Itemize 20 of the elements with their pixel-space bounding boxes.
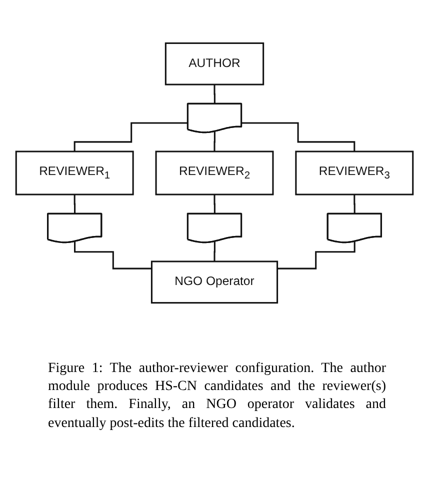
- connector: [74, 194, 76, 215]
- connector: [214, 194, 216, 215]
- connector: [354, 194, 356, 215]
- process-box: REVIEWER$_{2}$: [155, 150, 274, 196]
- figure-caption: Figure 1: The author-reviewer configuration. The author module produces HS-CN candidates and the reviewer(s) filter them. Finally, an NGO operator validates and eventually post-edits the filtered candidates.: [48, 360, 386, 433]
- process-box: NGO Operator: [150, 260, 278, 304]
- process-box: REVIEWER$_{1}$: [15, 150, 134, 196]
- connector: [214, 240, 216, 262]
- connector: [277, 240, 356, 270]
- document-icon: [47, 212, 102, 244]
- connector: [74, 240, 152, 270]
- connector: [74, 122, 188, 152]
- document-icon: [186, 212, 242, 244]
- connector: [242, 122, 356, 152]
- connector: [214, 84, 216, 105]
- document-icon: [186, 102, 242, 134]
- process-box: AUTHOR: [164, 42, 264, 86]
- process-box: REVIEWER$_{3}$: [295, 150, 414, 196]
- document-icon: [326, 212, 382, 244]
- connector: [214, 130, 216, 152]
